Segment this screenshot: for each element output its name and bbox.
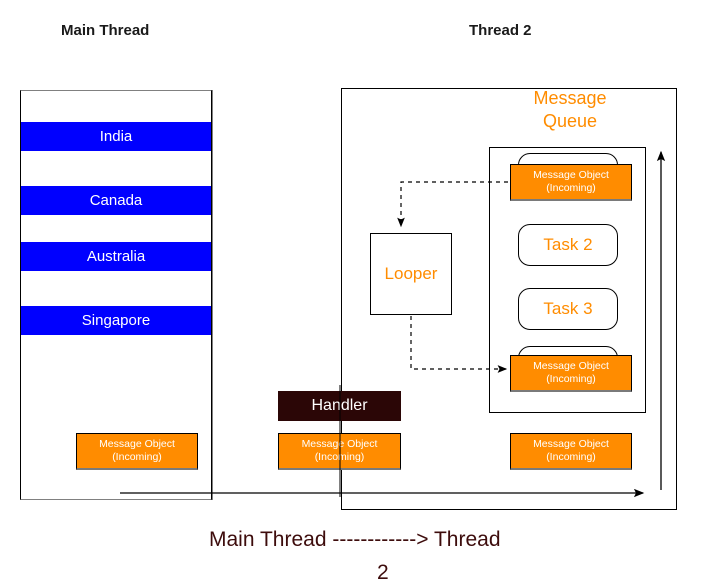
thread-2-container <box>341 88 677 510</box>
caption-line-1: Main Thread ------------> Thread <box>209 528 501 551</box>
task-label: Task 3 <box>543 299 593 318</box>
looper-label: Looper <box>384 264 438 283</box>
band-label: Singapore <box>81 312 151 329</box>
queue-item-3-task: Task 3 <box>518 288 618 330</box>
message-object-line1: Message Object <box>533 360 609 372</box>
message-queue-container <box>489 147 646 413</box>
queue-item-2-task: Task 2 <box>518 224 618 266</box>
message-queue-title: Message Queue <box>533 88 607 131</box>
handler-box: Handler <box>278 391 401 421</box>
main-thread-band-australia: Australia <box>21 242 211 271</box>
main-thread-heading: Main Thread <box>61 22 150 39</box>
message-object-line2: (Incoming) <box>546 451 596 463</box>
main-thread-message-object: Message Object (Incoming) <box>76 433 198 470</box>
queue-item-4-message-object: Message Object (Incoming) <box>510 355 632 392</box>
looper-box: Looper <box>370 233 452 315</box>
message-object-line2: (Incoming) <box>314 451 365 463</box>
message-object-line1: Message Object <box>533 438 609 450</box>
band-label: Australia <box>86 248 146 265</box>
queue-item-1-message-object: Message Object (Incoming) <box>510 164 632 201</box>
task-label: Task 2 <box>543 235 593 254</box>
message-object-line1: Message Object <box>301 438 378 450</box>
message-object-line2: (Incoming) <box>112 451 162 463</box>
message-object-line1: Message Object <box>99 438 175 450</box>
band-label: Canada <box>89 192 143 209</box>
middle-message-object: Message Object (Incoming) <box>278 433 401 470</box>
caption-line-2: 2 <box>377 561 389 584</box>
main-thread-band-canada: Canada <box>21 186 211 215</box>
main-thread-band-singapore: Singapore <box>21 306 211 335</box>
message-object-line2: (Incoming) <box>546 182 596 194</box>
thread-2-heading: Thread 2 <box>469 22 532 39</box>
message-object-line2: (Incoming) <box>546 373 596 385</box>
main-thread-band-india: India <box>21 122 211 151</box>
thread-2-message-object: Message Object (Incoming) <box>510 433 632 470</box>
band-label: India <box>99 128 133 145</box>
message-object-line1: Message Object <box>533 169 609 181</box>
handler-label: Handler <box>311 397 368 414</box>
